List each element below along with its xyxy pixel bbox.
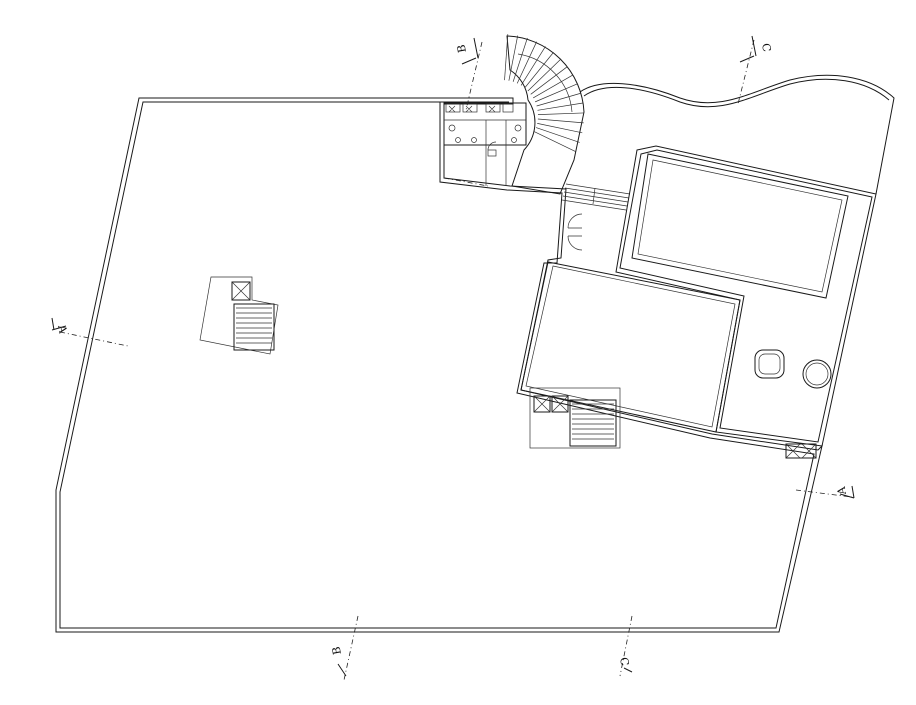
- stair-tread: [512, 37, 528, 82]
- stair-tread: [530, 66, 568, 95]
- terrace-boundary: [579, 74, 895, 195]
- lower-core: [529, 387, 817, 459]
- toilet-block: [443, 102, 527, 187]
- section-label-a-right: A: [835, 485, 850, 497]
- section-label-a-left: A: [55, 323, 70, 335]
- section-label-c-bottom: C: [617, 656, 631, 667]
- stair-tread: [508, 35, 519, 81]
- section-marks: A A B B C C: [51, 35, 855, 677]
- left-core: [199, 276, 279, 355]
- spiral-staircase: [504, 34, 585, 195]
- swimming-pool: [631, 153, 849, 299]
- stair-tread: [534, 83, 578, 103]
- stair-tread: [537, 102, 584, 111]
- stair-tread: [534, 131, 576, 152]
- section-line-c-bottom: [619, 615, 633, 677]
- stair-tread: [537, 118, 584, 124]
- section-label-b-top: B: [455, 44, 469, 54]
- spa-square: [754, 349, 785, 379]
- stair-tread: [516, 41, 537, 84]
- pool-deck: [615, 145, 877, 447]
- stair-tread: [536, 92, 581, 107]
- stair-tread: [537, 112, 584, 116]
- stair-tread: [524, 52, 554, 89]
- stair-tread: [504, 34, 509, 81]
- spa-round: [802, 359, 832, 389]
- central-block: [520, 261, 741, 433]
- stair-tread: [537, 123, 583, 134]
- stair-tread: [520, 46, 546, 86]
- section-line-c-top: [737, 39, 755, 105]
- section-cut-lines: [59, 39, 853, 681]
- stair-tread: [527, 58, 562, 92]
- entry-steps: [561, 183, 631, 251]
- section-label-c-top: C: [759, 42, 773, 53]
- section-label-b-bottom: B: [330, 646, 344, 656]
- stair-tread: [532, 74, 574, 99]
- section-line-b-bottom: [343, 615, 359, 681]
- main-outline: [55, 97, 823, 633]
- section-line-a-right: [795, 489, 853, 498]
- stair-tread: [535, 127, 580, 143]
